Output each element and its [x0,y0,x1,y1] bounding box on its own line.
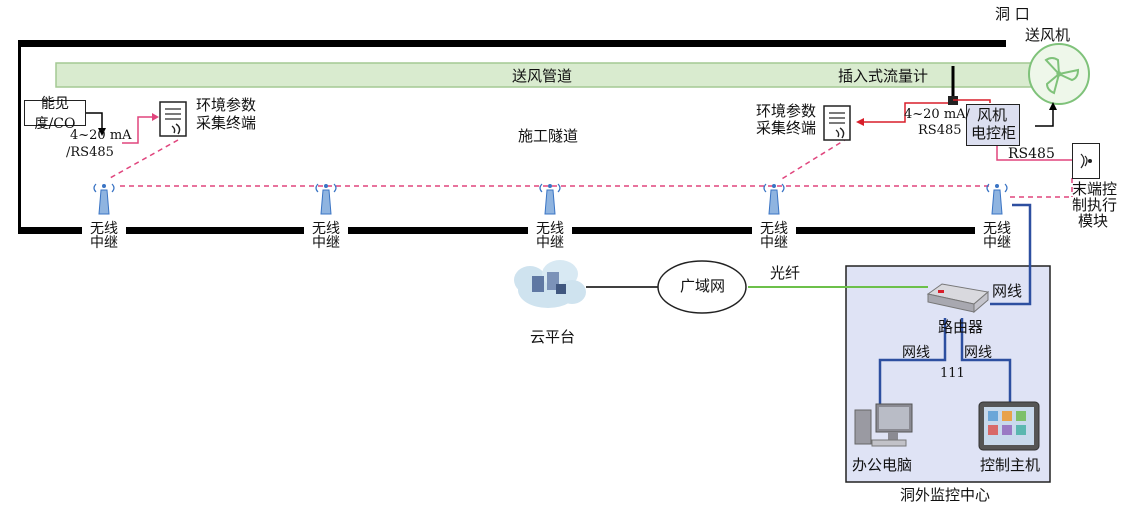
hub-number-label: 111 [940,366,965,381]
repeater-label-line1: 无线 [752,222,796,236]
fan-icon [1028,43,1090,105]
wireless-signal-icon [1080,153,1092,169]
repeater-label-line2: 中继 [752,236,796,250]
fan-control-label-line1: 风机 [977,106,1008,124]
tunnel-entrance-label: 洞 口 [995,5,1030,23]
control-host-label: 控制主机 [980,456,1041,474]
rs485-label: RS485 [1008,146,1055,162]
office-pc-label: 办公电脑 [852,456,913,474]
end-control-module-box [1072,143,1100,179]
signal-left-line1: 4~20 mA [70,128,132,143]
end-module-line2: 制执行 [1072,196,1118,214]
wireless-repeater-icon [986,183,1008,215]
repeater-label-line2: 中继 [528,236,572,250]
tunnel-top-wall [18,40,1006,47]
signal-left-line2: /RS485 [66,145,114,160]
signal-right-line2: RS485 [918,123,962,138]
visibility-co-sensor-box: 能见度/CO [24,96,86,132]
tunnel-left-wall [18,40,21,232]
cloud-platform-icon [514,260,586,308]
repeater-label-line2: 中继 [304,236,348,250]
cloud-label: 云平台 [530,328,576,346]
wireless-repeater-icon [763,183,785,215]
env-terminal-left-line2: 采集终端 [196,114,257,132]
visibility-co-label: 能见度/CO [34,96,76,132]
fan-label: 送风机 [1025,26,1071,44]
wireless-repeater-icon [539,183,561,215]
flowmeter-label: 插入式流量计 [838,67,929,85]
wireless-repeater-icon [93,183,115,215]
signal-right-line1: 4~20 mA/ [904,107,970,122]
duct-label: 送风管道 [512,67,573,85]
env-terminal-left [158,100,192,140]
data-terminal-icon [159,101,187,137]
construction-tunnel-label: 施工隧道 [518,127,579,145]
tunnel-bottom-wall [18,227,1018,234]
router-label: 路由器 [938,318,984,336]
wireless-repeater-3: 无线 中继 [528,176,572,252]
repeater-label-line2: 中继 [975,236,1019,250]
fan-control-cabinet: 风机 电控柜 [966,104,1020,146]
env-terminal-left-line1: 环境参数 [196,96,257,114]
network-cable-label-right: 网线 [964,345,992,361]
end-module-line3: 模块 [1078,212,1109,230]
wireless-repeater-4: 无线 中继 [752,176,796,252]
wireless-repeater-1: 无线 中继 [82,176,126,252]
router-icon [926,283,990,314]
fan-control-label-line2: 电控柜 [971,124,1017,142]
monitoring-center-label: 洞外监控中心 [900,486,991,504]
wireless-repeater-icon [315,183,337,215]
network-cable-label-top: 网线 [992,282,1023,300]
repeater-label-line2: 中继 [82,236,126,250]
fiber-label: 光纤 [770,264,801,282]
repeater-label-line1: 无线 [528,222,572,236]
env-terminal-right [822,104,856,144]
repeater-label-line1: 无线 [82,222,126,236]
repeater-label-line1: 无线 [975,222,1019,236]
tablet-icon [978,401,1040,451]
wireless-repeater-5: 无线 中继 [975,176,1019,252]
wan-ellipse [657,260,747,314]
env-terminal-right-line2: 采集终端 [756,119,817,137]
data-terminal-icon [823,105,851,141]
desktop-computer-icon [854,403,913,447]
network-cable-label-left: 网线 [902,345,930,361]
env-terminal-right-line1: 环境参数 [756,102,817,120]
repeater-label-line1: 无线 [304,222,348,236]
wan-label: 广域网 [680,277,726,295]
wireless-repeater-2: 无线 中继 [304,176,348,252]
end-module-line1: 末端控 [1072,180,1118,198]
